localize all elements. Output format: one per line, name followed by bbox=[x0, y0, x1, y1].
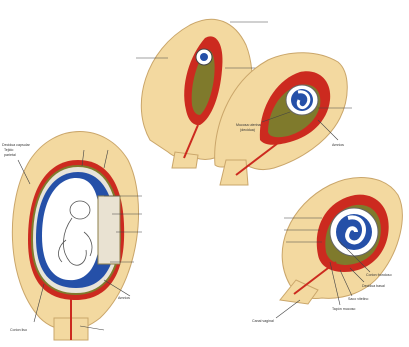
label-decidua-capsular: Decidua capsular bbox=[2, 143, 31, 147]
label-mucosa-uterina: Mucosa uterina bbox=[236, 123, 261, 127]
placenta bbox=[98, 196, 120, 264]
uterus-stage-3: Corion frondoso Decidua basal Saco vitel… bbox=[252, 178, 402, 323]
label-line bbox=[276, 300, 300, 318]
label-tapon-mucoso: Tapón mucoso bbox=[332, 307, 355, 311]
label-corion-liso: Corion liso bbox=[10, 328, 27, 332]
inner-cell-mass bbox=[200, 53, 208, 61]
label-decidua: (decidua) bbox=[240, 128, 255, 132]
label-amnios-stage5: Amnios bbox=[118, 296, 130, 300]
uterus-stage-4: Decidua capsular Tejido parietal Amnios … bbox=[2, 132, 142, 341]
label-corion-frondoso: Corion frondoso bbox=[366, 273, 392, 277]
label-parietal: parietal bbox=[4, 153, 16, 157]
label-saco-vitelino: Saco vitelino bbox=[348, 297, 368, 301]
label-amnios-stage3: Amnios bbox=[332, 143, 344, 147]
label-canal-vaginal: Canal vaginal bbox=[252, 319, 274, 323]
label-decidua-basal: Decidua basal bbox=[362, 284, 385, 288]
label-tejido: Tejido bbox=[4, 148, 13, 152]
